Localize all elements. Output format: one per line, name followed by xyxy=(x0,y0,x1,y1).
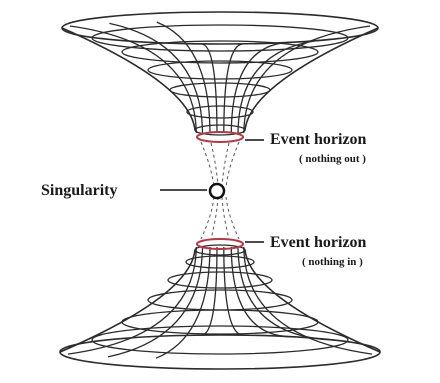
funnel-ring xyxy=(92,326,348,354)
funnel-ring xyxy=(170,83,270,97)
funnel-ring xyxy=(122,310,318,334)
bottom-event-horizon-label: Event horizon xyxy=(270,234,367,251)
funnel-ring xyxy=(148,290,292,310)
funnel-ring xyxy=(148,61,292,79)
singularity-label: Singularity xyxy=(41,182,117,199)
funnel-ring xyxy=(187,106,253,118)
funnel-meridian xyxy=(224,44,244,133)
upper-funnel-wireframe xyxy=(62,12,378,135)
funnel-meridian xyxy=(224,247,244,335)
top-event-horizon-label: Event horizon xyxy=(270,131,367,148)
funnel-meridian xyxy=(68,247,196,354)
funnel-silhouette xyxy=(60,250,195,352)
top-horizon-note: ( nothing out ) xyxy=(299,153,366,165)
upper-event-horizon-ring xyxy=(197,132,243,142)
lower-event-horizon-ring xyxy=(197,239,243,249)
funnel-meridian xyxy=(201,247,217,335)
singularity-point xyxy=(210,184,224,198)
bottom-horizon-note: ( nothing in ) xyxy=(302,256,363,268)
